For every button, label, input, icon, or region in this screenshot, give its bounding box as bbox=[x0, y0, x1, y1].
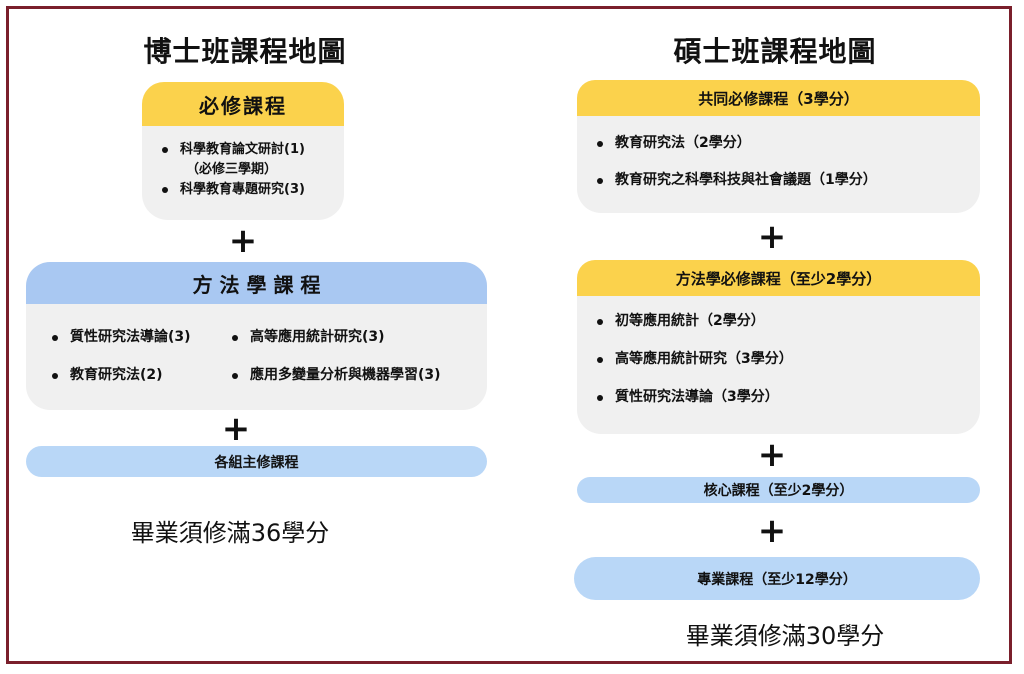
master-methods-header: 方法學必修課程（至少2學分） bbox=[577, 260, 980, 296]
phd-methods-box: 方 法 學 課 程 質性研究法導論(3) 教育研究法(2) 高等應用統計研究(3… bbox=[26, 262, 487, 410]
phd-methods-header: 方 法 學 課 程 bbox=[26, 262, 487, 304]
phd-required-item: 科學教育專題研究(3) bbox=[162, 180, 344, 200]
phd-major-box: 各組主修課程 bbox=[26, 446, 487, 477]
master-common-header: 共同必修課程（3學分） bbox=[577, 80, 980, 116]
master-common-box: 共同必修課程（3學分） 教育研究法（2學分） 教育研究之科學科技與社會議題（1學… bbox=[577, 80, 980, 213]
outer-frame bbox=[6, 6, 1012, 664]
plus-icon: + bbox=[221, 409, 251, 449]
plus-icon: + bbox=[228, 221, 258, 261]
master-core-box: 核心課程（至少2學分） bbox=[577, 477, 980, 503]
master-methods-item: 高等應用統計研究（3學分） bbox=[597, 348, 980, 372]
master-total: 畢業須修滿30學分 bbox=[685, 622, 885, 650]
master-common-item: 教育研究法（2學分） bbox=[597, 132, 980, 156]
phd-required-item: 科學教育論文研討(1) bbox=[162, 140, 344, 160]
phd-methods-item: 教育研究法(2) bbox=[52, 364, 191, 388]
plus-icon: + bbox=[757, 435, 787, 475]
master-methods-item: 質性研究法導論（3學分） bbox=[597, 386, 980, 410]
master-methods-item: 初等應用統計（2學分） bbox=[597, 310, 980, 334]
plus-icon: + bbox=[757, 511, 787, 551]
plus-icon: + bbox=[757, 217, 787, 257]
phd-title: 博士班課程地圖 bbox=[143, 35, 347, 68]
master-methods-box: 方法學必修課程（至少2學分） 初等應用統計（2學分） 高等應用統計研究（3學分）… bbox=[577, 260, 980, 434]
phd-required-header: 必修課程 bbox=[142, 82, 344, 126]
phd-methods-item: 應用多變量分析與機器學習(3) bbox=[232, 364, 441, 388]
phd-methods-item: 高等應用統計研究(3) bbox=[232, 326, 441, 350]
master-special-box: 專業課程（至少12學分） bbox=[574, 557, 980, 600]
phd-methods-item: 質性研究法導論(3) bbox=[52, 326, 191, 350]
phd-required-note: （必修三學期） bbox=[186, 162, 278, 177]
master-title: 碩士班課程地圖 bbox=[673, 35, 877, 68]
phd-total: 畢業須修滿36學分 bbox=[130, 519, 330, 547]
phd-required-box: 必修課程 科學教育論文研討(1) （必修三學期） 科學教育專題研究(3) bbox=[142, 82, 344, 220]
master-common-item: 教育研究之科學科技與社會議題（1學分） bbox=[597, 169, 980, 193]
